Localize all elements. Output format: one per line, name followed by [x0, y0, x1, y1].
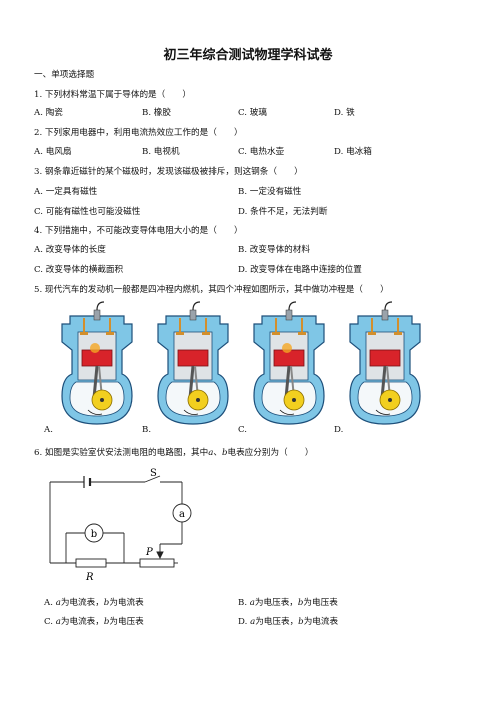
option-key: A. [44, 598, 53, 608]
option-text: 改变导体的材料 [249, 245, 310, 255]
q5-option-b[interactable]: B. [142, 425, 152, 435]
switch-label: S [150, 468, 157, 479]
page-title: 初三年综合测试物理学科试卷 [163, 48, 333, 63]
spark-glow [90, 343, 100, 353]
q2-option-a[interactable]: A. 电风扇 [34, 145, 71, 157]
option-text: 电热水壶 [249, 147, 285, 157]
q1-option-a[interactable]: A. 陶瓷 [34, 106, 63, 118]
option-text: 为电流表， [60, 598, 104, 608]
option-text: 为电压表， [255, 617, 299, 627]
question-1-stem: 1. 下列材料常温下属于导体的是（ ） [34, 90, 192, 100]
option-key: B. [238, 598, 248, 608]
q2-option-c[interactable]: C. 电热水壶 [238, 145, 284, 157]
var-a: a [55, 617, 61, 627]
q1-option-c[interactable]: C. 玻璃 [238, 106, 267, 118]
var-b: b [103, 617, 110, 627]
option-key: A. [34, 147, 43, 157]
question-4-stem: 4. 下列措施中，不可能改变导体电阻大小的是（ ） [34, 226, 243, 236]
var-b: b [298, 617, 304, 627]
q6-option-c[interactable]: C. a为电流表，b为电压表 [44, 615, 144, 627]
question-3-stem: 3. 钢条靠近磁针的某个磁极时，发现该磁极被排斥，则这钢条（ ） [34, 167, 303, 177]
slider-label: P [145, 547, 153, 558]
var-a: a [208, 448, 214, 458]
option-text: 为电压表 [303, 598, 338, 608]
option-text: 铁 [346, 108, 355, 118]
resistor-label: R [85, 572, 94, 583]
q4-option-b[interactable]: B. 改变导体的材料 [238, 243, 310, 255]
option-key: D. [238, 265, 248, 275]
option-text: 电冰箱 [346, 147, 372, 157]
option-text: 陶瓷 [45, 108, 63, 118]
option-key: C. [238, 147, 248, 157]
option-key: C. [44, 617, 54, 627]
option-text: 可能有磁性也可能没磁性 [45, 207, 141, 217]
stem-text: 、 [213, 448, 222, 458]
option-key: D. [238, 617, 248, 627]
q4-option-d[interactable]: D. 改变导体在电路中连接的位置 [238, 263, 362, 275]
stem-text: 6. 如图是实验室伏安法测电阻的电路图，其中 [34, 448, 209, 458]
spark-glow [282, 343, 292, 353]
option-text: 橡胶 [153, 108, 171, 118]
q6-option-a[interactable]: A. a为电流表，b为电流表 [44, 596, 144, 608]
option-text: 为电压表， [254, 598, 298, 608]
option-key: B. [238, 245, 248, 255]
question-6-stem: 6. 如图是实验室伏安法测电阻的电路图，其中a、b电表应分别为（ ） [34, 446, 313, 458]
meter-b-label: b [91, 529, 97, 540]
q4-option-a[interactable]: A. 改变导体的长度 [34, 243, 106, 255]
q6-option-d[interactable]: D. a为电压表，b为电流表 [238, 615, 338, 627]
option-key: D. [334, 108, 344, 118]
q6-option-b[interactable]: B. a为电压表，b为电压表 [238, 596, 338, 608]
option-key: C. [34, 207, 44, 217]
option-text: 电视机 [153, 147, 180, 157]
q4-option-c[interactable]: C. 改变导体的横截面积 [34, 263, 123, 275]
q1-option-d[interactable]: D. 铁 [334, 106, 355, 118]
question-5-stem: 5. 现代汽车的发动机一般都是四冲程内燃机，其四个冲程如图所示，其中做功冲程是（… [34, 285, 389, 295]
option-text: 改变导体在电路中连接的位置 [250, 265, 362, 275]
option-text: 电风扇 [45, 147, 72, 157]
q2-option-b[interactable]: B. 电视机 [142, 145, 180, 157]
option-key: B. [238, 187, 248, 197]
option-text: 一定没有磁性 [249, 187, 302, 197]
var-a: a [250, 617, 256, 627]
option-text: 一定具有磁性 [45, 187, 98, 197]
option-text: 条件不足，无法判断 [250, 207, 328, 217]
option-key: D. [334, 147, 344, 157]
q3-option-b[interactable]: B. 一定没有磁性 [238, 185, 301, 197]
option-key: A. [34, 108, 43, 118]
engine-strokes-figure [60, 300, 422, 426]
option-key: D. [238, 207, 248, 217]
q5-option-a[interactable]: A. [44, 425, 53, 435]
var-a: a [55, 598, 61, 608]
option-text: 玻璃 [249, 108, 267, 118]
option-text: 为电流表 [109, 598, 144, 608]
option-key: B. [142, 147, 152, 157]
option-text: 改变导体的横截面积 [45, 265, 124, 275]
q1-option-b[interactable]: B. 橡胶 [142, 106, 171, 118]
option-key: A. [34, 187, 43, 197]
var-b: b [103, 598, 110, 608]
stem-text: 电表应分别为（ ） [227, 448, 314, 458]
option-key: A. [34, 245, 43, 255]
option-key: C. [238, 108, 248, 118]
option-key: B. [142, 108, 152, 118]
option-text: 为电压表 [109, 617, 144, 627]
var-b: b [221, 448, 228, 458]
question-2-stem: 2. 下列家用电器中，利用电流热效应工作的是（ ） [34, 128, 243, 138]
meter-a-label: a [179, 509, 185, 520]
q5-option-c[interactable]: C. [238, 425, 248, 435]
q3-option-a[interactable]: A. 一定具有磁性 [34, 185, 97, 197]
var-b: b [297, 598, 304, 608]
q5-option-d[interactable]: D. [334, 425, 344, 435]
option-text: 为电流表， [60, 617, 104, 627]
q2-option-d[interactable]: D. 电冰箱 [334, 145, 372, 157]
option-key: C. [34, 265, 44, 275]
q3-option-c[interactable]: C. 可能有磁性也可能没磁性 [34, 205, 140, 217]
section-heading: 一、单项选择题 [34, 70, 95, 80]
var-a: a [249, 598, 255, 608]
option-text: 为电流表 [303, 617, 339, 627]
q3-option-d[interactable]: D. 条件不足，无法判断 [238, 205, 327, 217]
option-text: 改变导体的长度 [45, 245, 106, 255]
